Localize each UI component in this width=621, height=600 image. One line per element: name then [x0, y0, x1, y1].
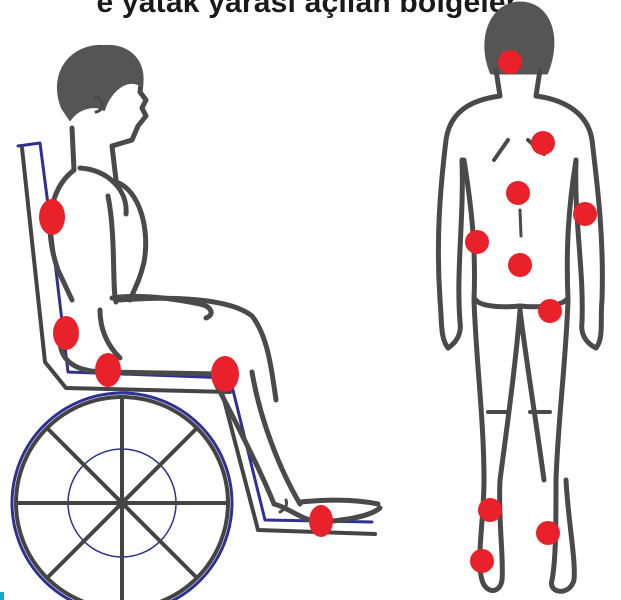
pressure-point-occiput [498, 50, 522, 74]
standing-person [438, 4, 602, 591]
pressure-point-hip-right [538, 299, 562, 323]
pressure-point-elbow-left [465, 230, 489, 254]
pressure-point-scapula-right [531, 131, 555, 155]
corner-accent-mark [0, 592, 4, 600]
pressure-point-heel-left [470, 549, 494, 573]
pressure-point-sacrum [53, 316, 79, 350]
pressure-point-spine-upper [506, 181, 530, 205]
pressure-point-spine-lower [508, 253, 532, 277]
pressure-point-buttock [95, 353, 121, 387]
pressure-point-ankle-right [536, 521, 560, 545]
pressure-point-heel-seated [309, 505, 333, 537]
pressure-point-elbow-right [573, 202, 597, 226]
pressure-point-shoulder-blade [39, 199, 65, 235]
pressure-point-ankle-left [478, 498, 502, 522]
pressure-point-behind-knee [211, 356, 239, 392]
